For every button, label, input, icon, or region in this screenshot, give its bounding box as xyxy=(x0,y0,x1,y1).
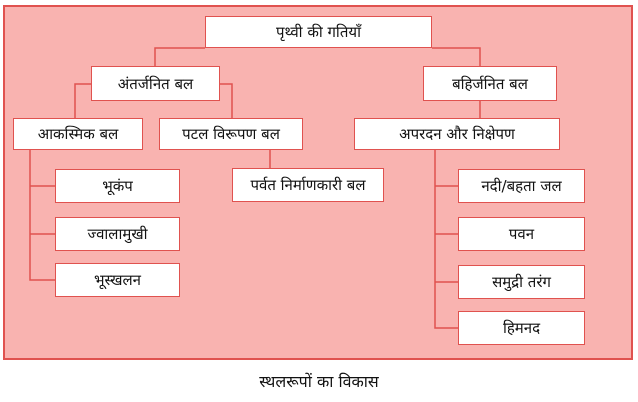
wind-node: पवन xyxy=(458,217,585,251)
river-node: नदी/बहता जल xyxy=(458,169,585,203)
landslide-node: भूस्खलन xyxy=(55,263,180,297)
exogenic-node: बहिर्जनित बल xyxy=(423,66,557,101)
diastrophic-force-node: पटल विरूपण बल xyxy=(159,118,303,150)
endogenic-node: अंतर्जनित बल xyxy=(91,66,220,101)
earthquake-node: भूकंप xyxy=(55,169,180,203)
mountain-building-node: पर्वत निर्माणकारी बल xyxy=(232,168,384,202)
connector-sudden-bracket xyxy=(29,150,55,281)
glacier-node: हिमनद xyxy=(458,311,585,345)
connector-root-exogenic xyxy=(432,47,481,66)
connector-root-endogenic xyxy=(154,47,205,66)
sea-waves-node: समुद्री तरंग xyxy=(458,265,585,299)
volcano-node: ज्वालामुखी xyxy=(55,217,180,251)
sudden-force-node: आकस्मिक बल xyxy=(13,118,143,150)
gradation-node: अपरदन और निक्षेपण xyxy=(354,118,560,150)
connector-gradation-bracket xyxy=(434,150,458,329)
figure-caption: स्थलरूपों का विकास xyxy=(259,372,379,391)
root-node: पृथ्वी की गतियाँ xyxy=(205,16,432,48)
